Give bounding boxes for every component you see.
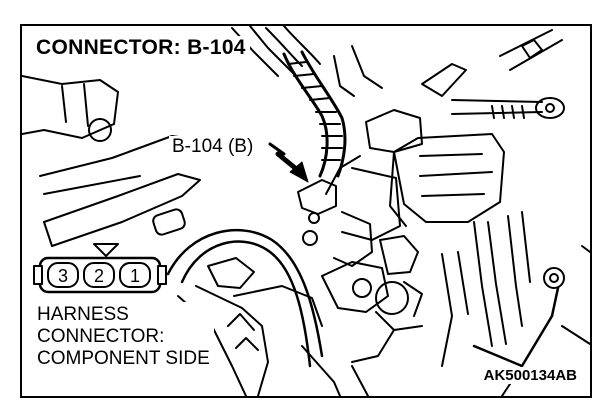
harness-caption: HARNESS CONNECTOR: COMPONENT SIDE <box>35 302 214 372</box>
corrugated-harness <box>282 50 347 178</box>
throttle-body <box>341 133 505 241</box>
diagram-frame: 3 2 1 CONNECTOR: B-104 B-104 (B) HARNESS… <box>20 24 592 398</box>
upper-hoses <box>231 26 423 195</box>
callout-label: B-104 (B) <box>169 136 257 157</box>
pin-2-label: 2 <box>94 266 104 286</box>
pin-3-label: 3 <box>58 266 68 286</box>
callout-arrow <box>268 142 309 183</box>
figure-code: AK500134AB <box>480 367 580 384</box>
harness-caption-line-3: COMPONENT SIDE <box>37 348 210 369</box>
connector-face: 3 2 1 <box>33 243 167 294</box>
pin-1-label: 1 <box>130 266 140 286</box>
lower-assembly <box>195 235 423 396</box>
lower-lines <box>177 295 369 396</box>
throttle-linkage <box>421 29 565 119</box>
left-bracket <box>22 75 201 247</box>
connector-title: CONNECTOR: B-104 <box>34 36 250 60</box>
harness-caption-line-1: HARNESS <box>37 304 129 325</box>
sensor <box>297 179 373 267</box>
harness-caption-line-2: CONNECTOR: <box>37 326 165 347</box>
sweeping-cable <box>166 228 324 368</box>
